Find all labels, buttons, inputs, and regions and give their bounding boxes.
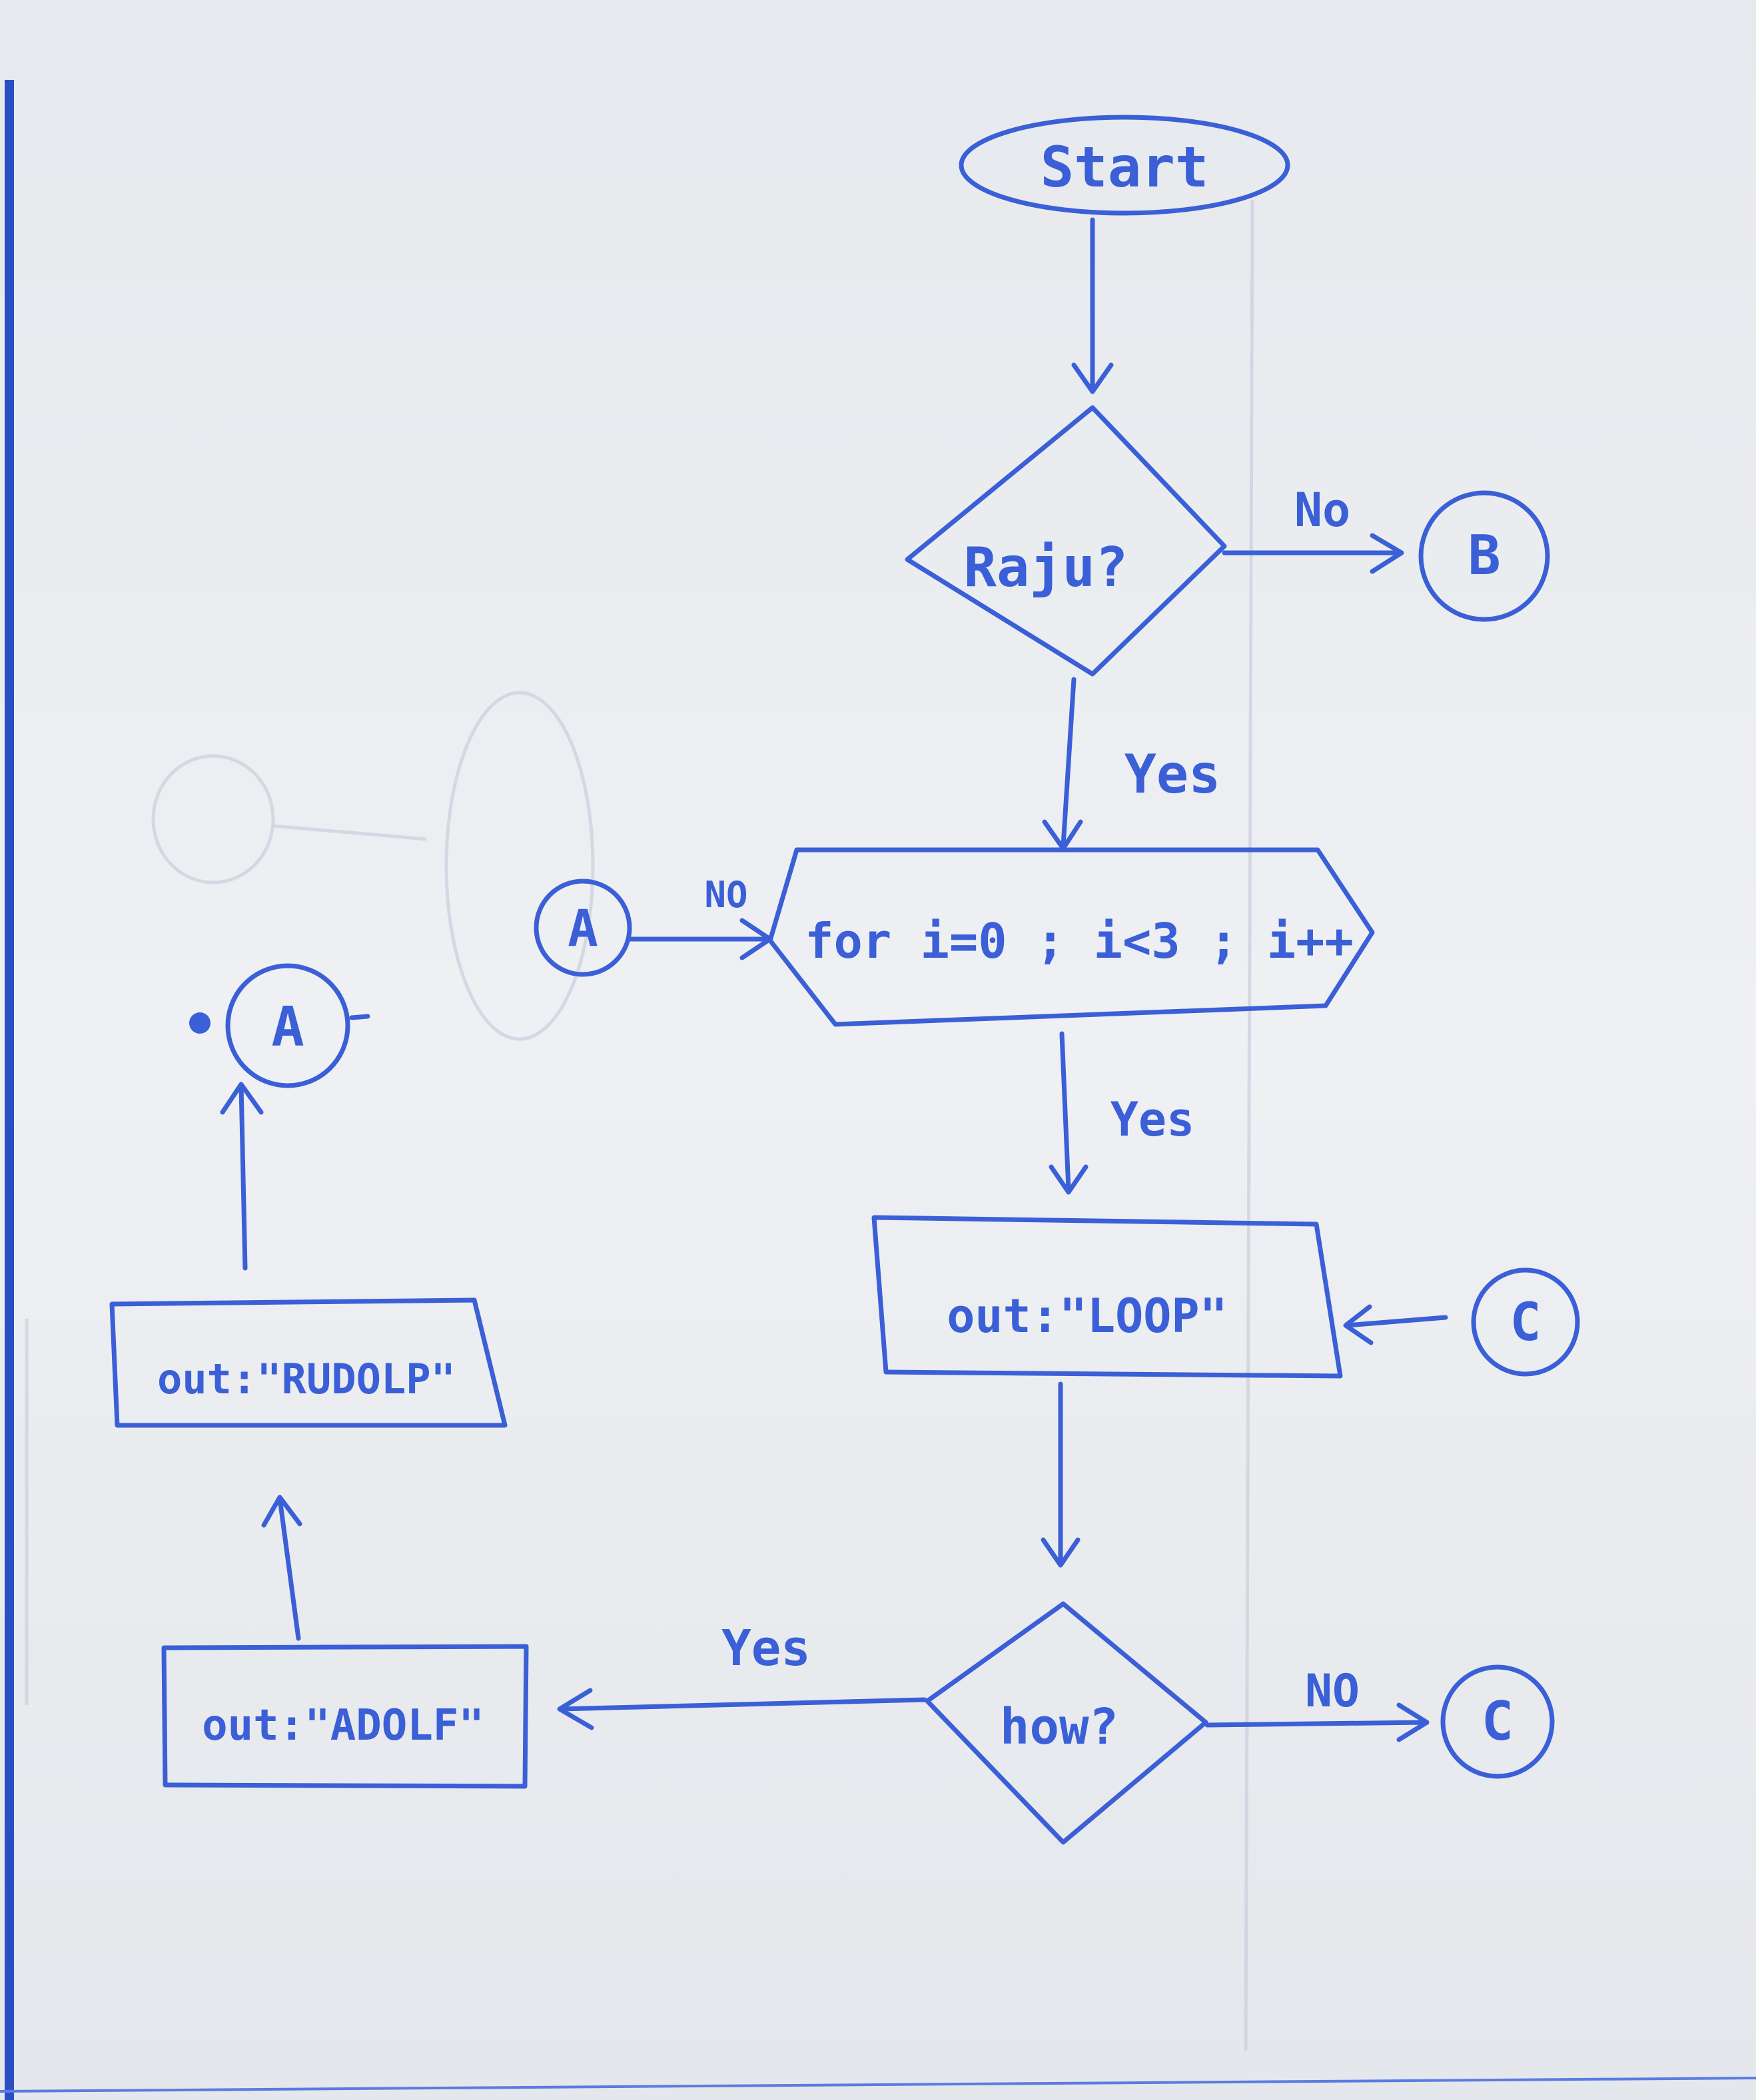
- arrow-rudolp-to-a: [220, 1082, 264, 1271]
- connector-a-entry: [534, 878, 632, 977]
- connector-c-right: [1471, 1267, 1580, 1377]
- arrow-loop-to-how: [1041, 1381, 1081, 1568]
- stray-dash: [349, 1014, 370, 1020]
- connector-b-label: B: [1468, 524, 1500, 587]
- connector-a-entry-label: A: [568, 898, 598, 958]
- raju-yes-label: Yes: [1124, 743, 1221, 805]
- connector-b: [1418, 490, 1550, 622]
- arrow-raju-yes-to-for: [1042, 677, 1083, 851]
- adolf-output-process: [161, 1644, 529, 1789]
- a-no-label: NO: [704, 874, 747, 916]
- rudolp-output-label: out:"RUDOLP": [157, 1355, 456, 1403]
- ghost-marks: [25, 199, 1254, 2052]
- how-yes-label: Yes: [721, 1620, 811, 1677]
- arrow-how-yes-to-adolf: [557, 1688, 927, 1730]
- for-loop-label: for i=0 ; i<3 ; i++: [805, 913, 1354, 969]
- raju-no-label: No: [1294, 483, 1350, 537]
- start-label: Start: [1041, 135, 1209, 200]
- how-decision: [925, 1601, 1208, 1845]
- arrow-how-no-to-c: [1204, 1702, 1430, 1742]
- loop-output-label: out:"LOOP": [947, 1289, 1227, 1343]
- connector-a-top: [225, 963, 350, 1088]
- loop-output-process: [871, 1215, 1343, 1379]
- arrow-adolf-to-rudolp: [261, 1495, 302, 1641]
- page-bottom-line: [0, 2077, 1756, 2093]
- how-label: how?: [1000, 1698, 1118, 1756]
- arrow-start-to-raju: [1071, 217, 1114, 394]
- for-yes-label: Yes: [1110, 1092, 1194, 1147]
- arrow-c-to-loop: [1343, 1304, 1448, 1345]
- start-terminal: [959, 115, 1290, 216]
- ink-blot: [189, 1012, 211, 1034]
- raju-label: Raju?: [964, 536, 1128, 599]
- raju-decision: [905, 405, 1227, 677]
- adolf-output-label: out:"ADOLF": [202, 1701, 484, 1750]
- arrow-raju-no-to-b: [1222, 533, 1404, 574]
- arrow-a-to-for: [627, 918, 773, 960]
- connector-c-right-label: C: [1510, 1293, 1541, 1353]
- rudolp-output-process: [109, 1297, 508, 1428]
- connector-a-top-label: A: [271, 996, 304, 1059]
- connector-c-bottom-label: C: [1482, 1690, 1514, 1752]
- connector-c-bottom: [1440, 1664, 1555, 1779]
- how-no-label: NO: [1305, 1665, 1360, 1718]
- arrow-for-yes-to-loop: [1049, 1031, 1089, 1195]
